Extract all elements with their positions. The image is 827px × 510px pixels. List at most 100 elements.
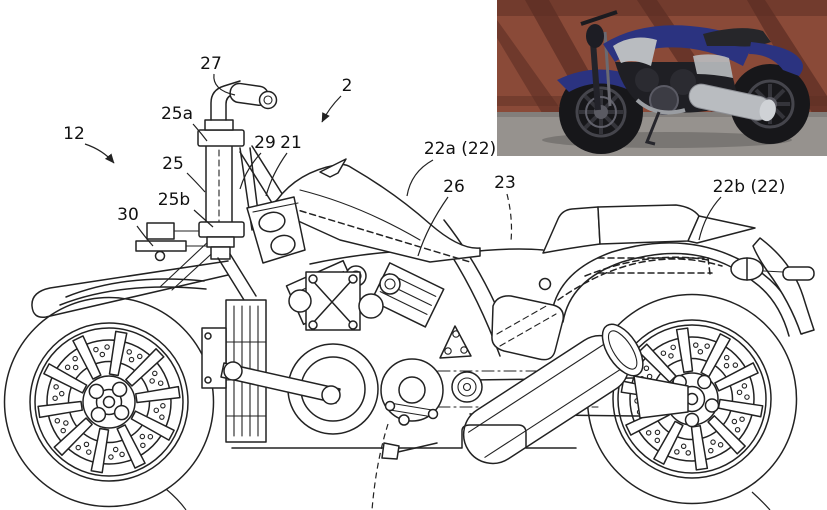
disc-hole [717, 442, 724, 448]
tank-hidden-seam [280, 204, 471, 263]
leader-line [186, 172, 206, 193]
wheel-ring [34, 327, 184, 477]
wheel-ring [617, 324, 767, 474]
disc-hole [736, 389, 743, 396]
sensor-bracket [135, 222, 207, 262]
wheel-spoke [135, 385, 181, 404]
tail-light [782, 266, 815, 281]
wheel-spoke [707, 415, 746, 455]
hub-bolt [697, 374, 712, 390]
ref-label-25b: 25b [158, 190, 190, 210]
wheel-spoke [675, 327, 694, 373]
hub-bolt [684, 412, 700, 428]
seat-backrest [542, 206, 601, 254]
wheel-spoke [90, 427, 110, 474]
disc-hole [708, 447, 714, 454]
belly-pan [231, 424, 577, 449]
cutoff-leader-line [165, 488, 187, 510]
wheel-spoke [72, 335, 102, 380]
wheel-ring [3, 296, 215, 508]
ref-label-2: 2 [342, 76, 353, 96]
wheel-spoke [714, 362, 759, 392]
disc-hole [157, 380, 164, 386]
disc-hole [731, 418, 738, 425]
disc-hole [83, 441, 90, 448]
disc-hole [739, 416, 745, 422]
leader-line [698, 196, 722, 241]
disc-hole [710, 439, 716, 445]
front-wheel [3, 296, 215, 508]
wheel-ring [46, 339, 172, 465]
disc-hole [654, 429, 661, 436]
tank-horn [319, 158, 347, 178]
disc-hole [697, 348, 704, 355]
disc-hole [58, 390, 65, 397]
engine [201, 259, 483, 460]
wheel-spoke [125, 348, 165, 387]
disc-hole [732, 362, 739, 368]
disc-hole [75, 444, 81, 451]
disc-hole [104, 344, 110, 350]
ref-label-21: 21 [280, 133, 302, 153]
disc-hole [63, 420, 69, 426]
wheel-ring [29, 322, 189, 482]
disc-hole [126, 349, 132, 355]
intake-duct [270, 234, 296, 256]
disc-hole [643, 365, 650, 371]
leader-line [506, 193, 513, 242]
wheel-spoke [43, 363, 88, 394]
disc-hole [52, 395, 58, 401]
disc-hole [645, 430, 652, 436]
leader-line [136, 225, 154, 247]
disc-hole [53, 384, 59, 390]
disc-hole [693, 342, 699, 348]
leader-line [265, 152, 288, 197]
photo-tail-cowl [749, 42, 803, 76]
disc-hole [72, 364, 79, 371]
disc-hole [680, 443, 687, 450]
front-leading-arm [31, 239, 229, 319]
side-cover-panel [491, 277, 565, 361]
disc-hole [93, 346, 99, 353]
disc-hole [704, 343, 710, 349]
triangle-bracket [439, 325, 472, 359]
photo-kickstand [644, 111, 661, 146]
leader-line [321, 95, 342, 123]
disc-hole [674, 449, 680, 455]
side-stand-foot [381, 442, 400, 460]
disc-hole [153, 407, 160, 414]
rear-wheel [586, 293, 798, 505]
ref-label-26: 26 [443, 177, 465, 197]
ref-label-22b22: 22b (22) [713, 177, 786, 197]
intake-duct [258, 211, 286, 233]
photo-intake-scoop [613, 37, 657, 66]
wheel-spoke [108, 330, 128, 377]
ref-label-25: 25 [162, 154, 184, 174]
hub-bolt [113, 404, 130, 421]
leader-line [213, 73, 236, 96]
disc-hole [744, 394, 750, 400]
hidden-fender-line [557, 258, 723, 301]
disc-hole [159, 414, 165, 420]
inset-photo [497, 0, 827, 156]
photo-side-panel [693, 54, 733, 78]
disc-hole [741, 383, 748, 389]
ref-label-22a22: 22a (22) [424, 139, 496, 159]
wheel-ring [629, 336, 755, 462]
pulley [451, 371, 483, 403]
tail-cowl [687, 215, 756, 244]
disc-hole [147, 433, 154, 440]
cutoff-leader-line [751, 491, 771, 510]
lower-cap [198, 221, 245, 238]
disc-hole [140, 442, 146, 449]
steering-actuator-column [197, 119, 261, 260]
clutch-cover [380, 358, 444, 422]
rocker-pivot [288, 289, 312, 313]
ref-label-30: 30 [117, 205, 139, 225]
disc-hole [670, 344, 676, 351]
disc-hole [54, 418, 61, 424]
disc-hole [149, 378, 155, 384]
hub-bolt [111, 381, 128, 398]
